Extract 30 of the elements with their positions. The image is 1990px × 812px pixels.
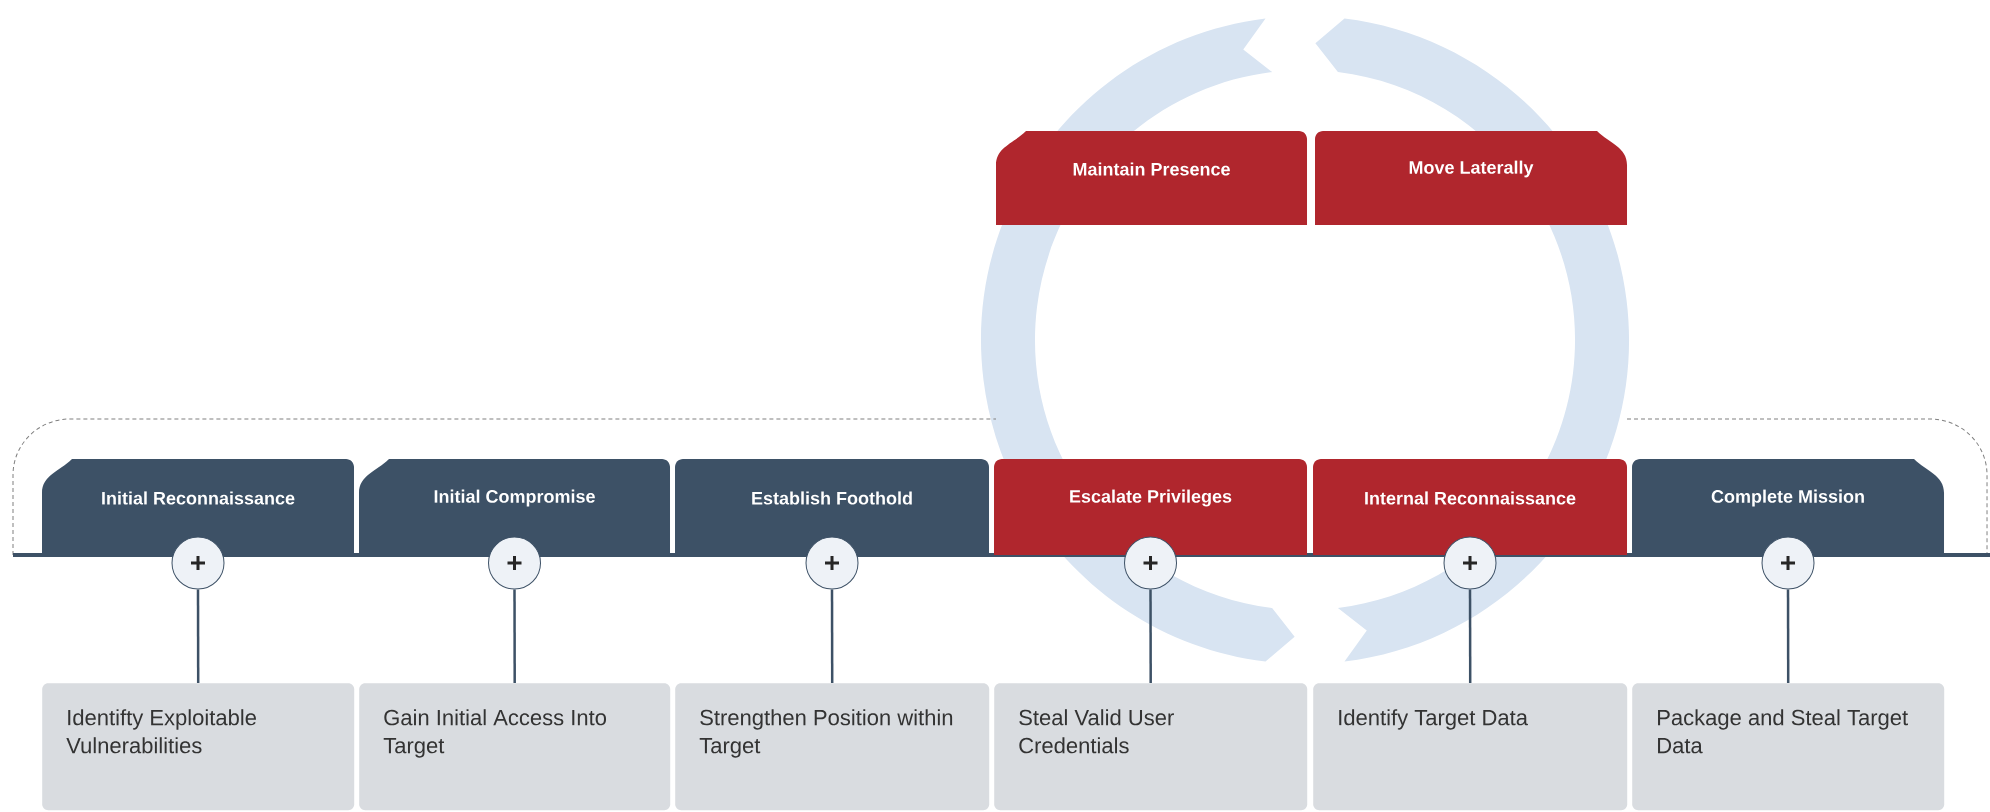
connector-line	[1468, 589, 1472, 683]
connector-line	[196, 589, 200, 683]
node-label: Initial Compromise	[434, 489, 595, 507]
stage-tab: Initial Compromise	[359, 459, 670, 555]
stage-tab: Move Laterally	[1315, 131, 1627, 225]
plus-button	[488, 536, 541, 590]
plus-button	[1443, 536, 1497, 590]
stage-tab: Complete Mission	[1632, 459, 1944, 555]
plus-button	[1761, 536, 1815, 590]
connector-line	[1149, 589, 1152, 683]
plus-button	[171, 536, 225, 590]
stage-tab: Internal Reconnaissance	[1313, 459, 1627, 555]
description-box: Strengthen Position within Target	[675, 683, 990, 811]
node-label: Establish Foothold	[752, 491, 912, 505]
stage-tab: Escalate Privileges	[994, 459, 1307, 555]
stage-tab: Establish Foothold	[675, 459, 989, 555]
description-box: Gain Initial Access Into Target	[359, 683, 671, 811]
connector-line	[1786, 589, 1790, 683]
stage-tab: Maintain Presence	[996, 131, 1307, 225]
connector-line	[830, 589, 834, 683]
description-box: Identifty Exploitable Vulnerabilities	[42, 683, 355, 811]
plus-button	[805, 536, 859, 590]
node-label: Complete Mission	[1711, 489, 1864, 507]
node-label: Initial Reconnaissance	[102, 491, 295, 505]
stage-tab: Initial Reconnaissance	[42, 459, 354, 555]
description-box: Package and Steal Target Data	[1632, 683, 1945, 811]
connector-line	[513, 589, 516, 683]
description-box: Identify Target Data	[1313, 683, 1628, 811]
plus-button	[1124, 536, 1177, 590]
description-box: Steal Valid User Credentials	[994, 683, 1308, 811]
